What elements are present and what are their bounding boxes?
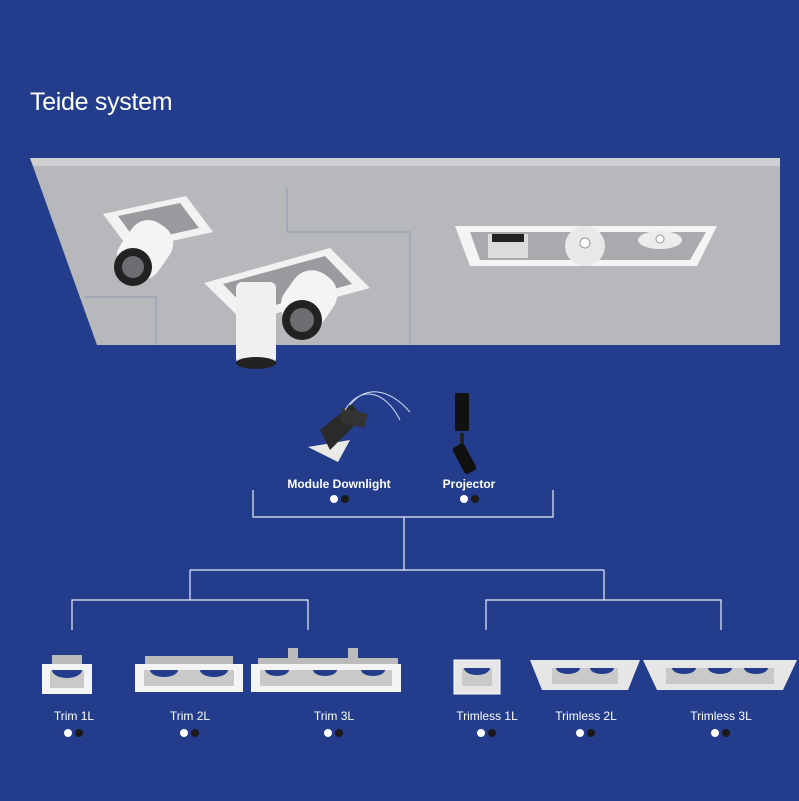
connector-lines (71, 490, 722, 630)
trim-2l-illustration (135, 656, 243, 692)
page-title: Teide system (30, 88, 173, 116)
trimless-1l-illustration (453, 659, 501, 695)
ceiling-illustration (30, 158, 780, 369)
projector-finish-dots (460, 495, 479, 503)
trimless-3l-illustration (643, 660, 797, 690)
projector-label: Projector (443, 477, 496, 491)
trimless-2l-illustration (530, 660, 640, 690)
module-downlight-illustration (308, 391, 411, 462)
trim-2l-label: Trim 2L (170, 709, 211, 723)
trim-3l-illustration (251, 648, 401, 692)
projector-illustration (452, 393, 477, 475)
module-downlight-label: Module Downlight (287, 477, 390, 491)
trim-finish-dots (64, 729, 730, 737)
trimless-3l-label: Trimless 3L (690, 709, 752, 723)
trimless-2l-label: Trimless 2L (555, 709, 617, 723)
trim-3l-label: Trim 3L (314, 709, 355, 723)
trimless-1l-label: Trimless 1L (456, 709, 518, 723)
module-downlight-finish-dots (330, 495, 349, 503)
trim-1l-label: Trim 1L (54, 709, 95, 723)
trim-1l-illustration (42, 655, 92, 694)
